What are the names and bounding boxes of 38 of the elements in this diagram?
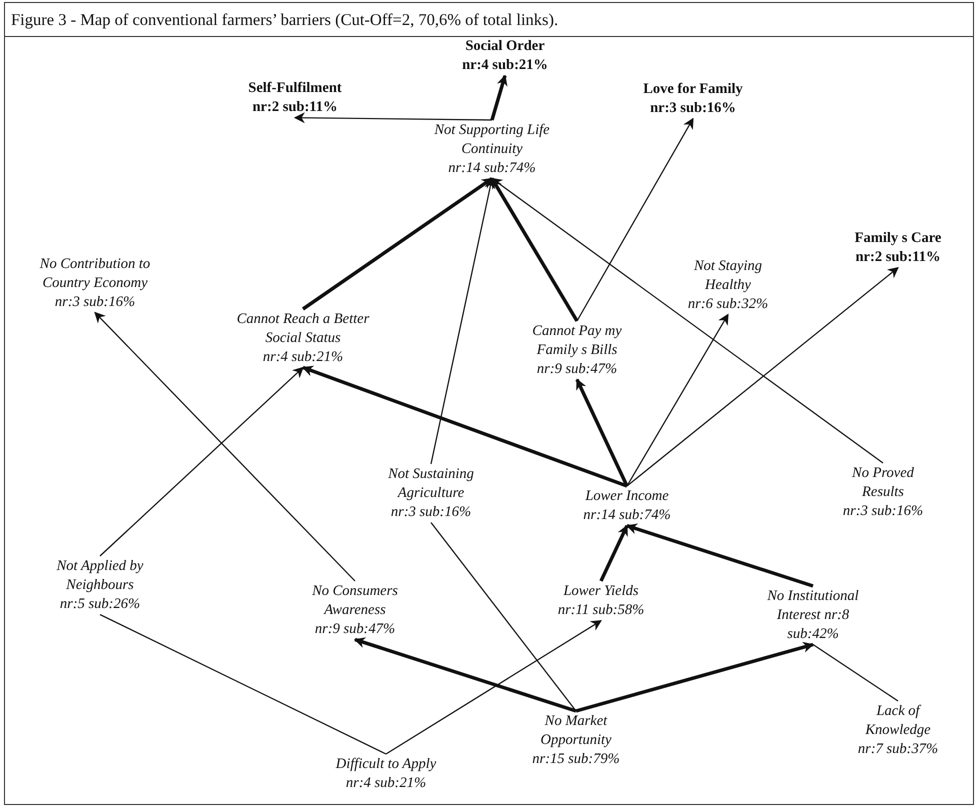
concept-label: Love for Family nr:3 sub:16%	[618, 80, 768, 118]
arrow	[626, 267, 899, 486]
arrow	[302, 177, 493, 310]
arrow	[599, 524, 629, 582]
concept-label: Self-Fulfilment nr:2 sub:11%	[220, 79, 370, 117]
concept-label: Not Staying Healthy nr:6 sub:32%	[678, 257, 778, 314]
arrow	[386, 620, 602, 754]
arrow	[576, 118, 694, 322]
concept-label: No Institutional Interest nr:8 sub:42%	[752, 587, 874, 644]
concept-label: No Contribution to Country Economy nr:3 sub:16%	[25, 255, 165, 312]
arrow	[626, 524, 814, 588]
arrow	[575, 378, 629, 487]
concept-label: Difficult to Apply nr:4 sub:21%	[306, 755, 466, 793]
concept-label: Lower Yields nr:11 sub:58%	[531, 582, 671, 620]
figure-title: Figure 3 - Map of conventional farmers’ barriers (Cut-Off=2, 70,6% of total links).	[11, 10, 558, 30]
concept-label: Not Supporting Life Continuity nr:14 sub:74%	[432, 121, 552, 178]
arrow	[294, 112, 492, 124]
concept-label: No Proved Results nr:3 sub:16%	[838, 464, 928, 521]
concept-label: No Market Opportunity nr:15 sub:79%	[520, 712, 632, 769]
concept-label: Cannot Reach a Better Social Status nr:4 sub:21%	[228, 310, 378, 367]
concept-label: Not Sustaining Agriculture nr:3 sub:16%	[375, 465, 487, 522]
arrow	[430, 177, 496, 464]
arrow	[302, 366, 628, 488]
arrow	[491, 178, 884, 464]
arrow	[490, 178, 578, 322]
arrow	[626, 314, 729, 486]
arrow	[354, 637, 577, 713]
arrow	[490, 74, 508, 120]
arrow	[94, 312, 356, 582]
arrow	[576, 642, 814, 713]
concept-label: No Consumers Awareness nr:9 sub:47%	[295, 582, 415, 639]
concept-label: Lower Income nr:14 sub:74%	[557, 487, 697, 525]
concept-label: Not Applied by Neighbours nr:5 sub:26%	[39, 557, 161, 614]
concept-label: Social Order nr:4 sub:21%	[440, 37, 570, 75]
concept-label: Cannot Pay my Family s Bills nr:9 sub:47%	[517, 322, 637, 379]
arrow	[100, 366, 304, 556]
concept-label: Lack of Knowledge nr:7 sub:37%	[848, 702, 948, 759]
concept-label: Family s Care nr:2 sub:11%	[828, 229, 968, 267]
